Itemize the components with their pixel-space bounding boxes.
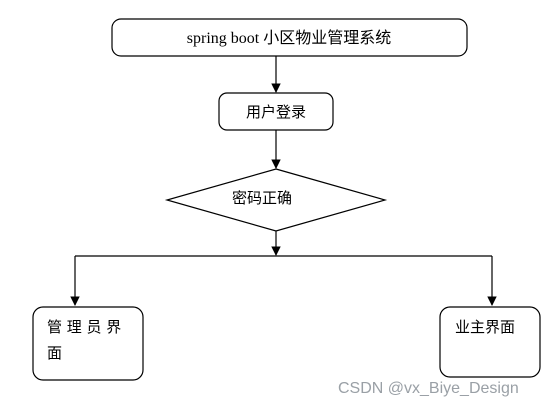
node-user-login-label: 用户登录 <box>246 103 306 121</box>
watermark-text: CSDN @vx_Biye_Design <box>338 380 519 397</box>
node-password-check-label: 密码正确 <box>232 189 292 207</box>
node-owner-interface: 业主界面 <box>439 306 541 378</box>
node-admin-interface-label-line1: 管 理 员 界 <box>47 318 121 336</box>
node-system-title: spring boot 小区物业管理系统 <box>111 18 468 57</box>
node-system-title-label: spring boot 小区物业管理系统 <box>187 29 391 47</box>
node-owner-interface-label: 业主界面 <box>455 318 515 336</box>
node-password-check: 密码正确 <box>164 168 388 232</box>
node-admin-interface: 管 理 员 界 面 <box>32 306 144 381</box>
node-user-login: 用户登录 <box>218 92 334 131</box>
node-admin-interface-label-line2: 面 <box>47 344 62 362</box>
